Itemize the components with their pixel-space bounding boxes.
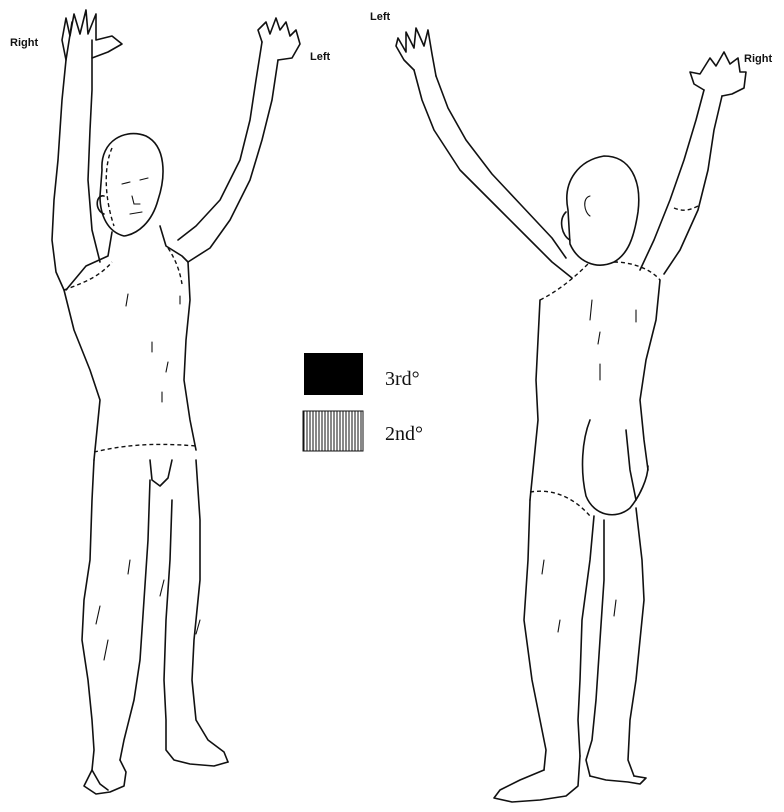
back-left-label: Left <box>370 11 391 23</box>
burn-degree-legend: 3rd° 2nd° <box>303 353 423 451</box>
third-degree-label: 3rd° <box>385 368 420 390</box>
second-degree-label: 2nd° <box>385 423 423 445</box>
front-right-label: Right <box>10 37 38 49</box>
back-body-figure <box>396 28 746 802</box>
front-left-label: Left <box>310 51 331 63</box>
second-degree-swatch <box>303 411 363 451</box>
front-body-figure <box>52 10 300 794</box>
third-degree-swatch <box>304 353 363 395</box>
back-right-label: Right <box>744 53 772 65</box>
